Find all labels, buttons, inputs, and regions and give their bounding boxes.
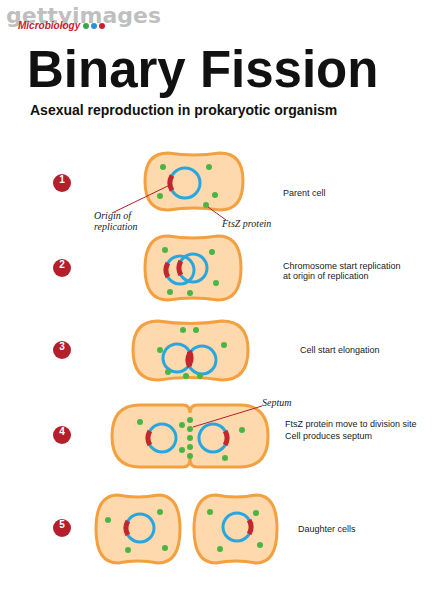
- origin-of-replication: [179, 261, 181, 275]
- ftsz-dot: [162, 545, 168, 551]
- ftsz-dot: [105, 517, 111, 523]
- chromosome: [188, 346, 216, 374]
- ftsz-dot: [167, 289, 173, 295]
- callout-number-text: 1: [53, 174, 71, 185]
- ftsz-dot: [197, 373, 203, 379]
- parent-cell: [145, 153, 243, 210]
- origin-of-replication: [148, 431, 150, 445]
- chromosome: [126, 514, 154, 542]
- ftsz-dot: [157, 347, 163, 353]
- callout-number: 4: [53, 426, 71, 444]
- chromosome: [199, 424, 227, 452]
- ftsz-dot: [239, 427, 245, 433]
- subtitle: Asexual reproduction in prokaryotic orga…: [30, 102, 337, 118]
- chromosome: [148, 424, 176, 452]
- ftsz-dot: [125, 547, 131, 553]
- elongating-cell: [133, 321, 248, 380]
- step-description: Parent cell: [283, 188, 326, 198]
- daughter-cell: [96, 495, 180, 563]
- ftsz-dot: [221, 342, 227, 348]
- chromosome: [163, 344, 191, 372]
- chromosome: [223, 513, 251, 541]
- ftsz-dot: [187, 417, 193, 423]
- chromosome: [170, 168, 200, 198]
- ftsz-dot: [222, 455, 228, 461]
- title: Binary Fission: [27, 40, 378, 99]
- ftsz-dot: [157, 193, 163, 199]
- step-description: Chromosome start replication at origin o…: [283, 261, 407, 281]
- origin-of-replication: [249, 520, 251, 534]
- callout-circle-shape: [53, 174, 71, 192]
- ftsz-dot: [165, 369, 171, 375]
- ftsz-dot: [157, 509, 163, 515]
- ftsz-dot: [180, 327, 186, 333]
- callout-circle-shape: [53, 259, 71, 277]
- origin-of-replication: [188, 353, 190, 367]
- callout-label: Origin of replication: [94, 210, 148, 232]
- step-description: Cell produces septum: [285, 431, 372, 441]
- origins: [126, 176, 251, 536]
- origin-of-replication: [170, 176, 172, 191]
- callout-label: FtsZ protein: [222, 218, 271, 229]
- callout-circle-shape: [53, 519, 71, 537]
- ftsz-dot: [213, 280, 219, 286]
- callout-number-text: 3: [53, 341, 71, 352]
- ftsz-dot: [253, 510, 259, 516]
- callout-circle-shape: [53, 426, 71, 444]
- callout-number-text: 5: [53, 519, 71, 530]
- ftsz-dot: [183, 373, 189, 379]
- origin-of-replication: [225, 431, 227, 445]
- ftsz-dot: [137, 419, 143, 425]
- dividing-cell: [112, 405, 268, 467]
- ftsz-dot: [209, 249, 215, 255]
- origin-of-replication: [126, 521, 128, 535]
- callout-circle-shape: [53, 341, 71, 359]
- daughter-cell: [194, 495, 277, 563]
- category-label: Microbiology: [18, 20, 80, 31]
- step-description: FtsZ protein move to division site: [285, 419, 417, 429]
- ftsz-dot: [179, 422, 185, 428]
- callout-number: 1: [53, 174, 71, 192]
- ftsz-dot: [187, 435, 193, 441]
- origin-of-replication: [166, 263, 168, 277]
- chromosome: [179, 254, 207, 282]
- step-description: Daughter cells: [298, 524, 356, 534]
- callout-number: 2: [53, 259, 71, 277]
- ftsz-dot: [206, 164, 212, 170]
- ftsz-dot: [257, 542, 263, 548]
- ftsz-dot: [187, 444, 193, 450]
- ftsz-dot: [187, 426, 193, 432]
- ftsz-dot: [162, 247, 168, 253]
- ftsz-dot: [160, 164, 166, 170]
- leader-line: [112, 184, 172, 213]
- ftsz-dot: [187, 453, 193, 459]
- replicating-cell: [145, 236, 241, 300]
- callout-number: 5: [53, 519, 71, 537]
- callout-number: 3: [53, 341, 71, 359]
- callout-label: Septum: [262, 397, 291, 408]
- callout-number-text: 2: [53, 259, 71, 270]
- leader-line: [193, 406, 262, 427]
- ftsz-dot: [179, 447, 185, 453]
- ftsz-dot: [217, 546, 223, 552]
- ftsz-dot: [193, 327, 199, 333]
- ftsz-dot: [212, 192, 218, 198]
- step-description: Cell start elongation: [300, 345, 380, 355]
- ftsz-dot: [187, 290, 193, 296]
- ftsz-dot: [207, 509, 213, 515]
- callout-number-text: 4: [53, 426, 71, 437]
